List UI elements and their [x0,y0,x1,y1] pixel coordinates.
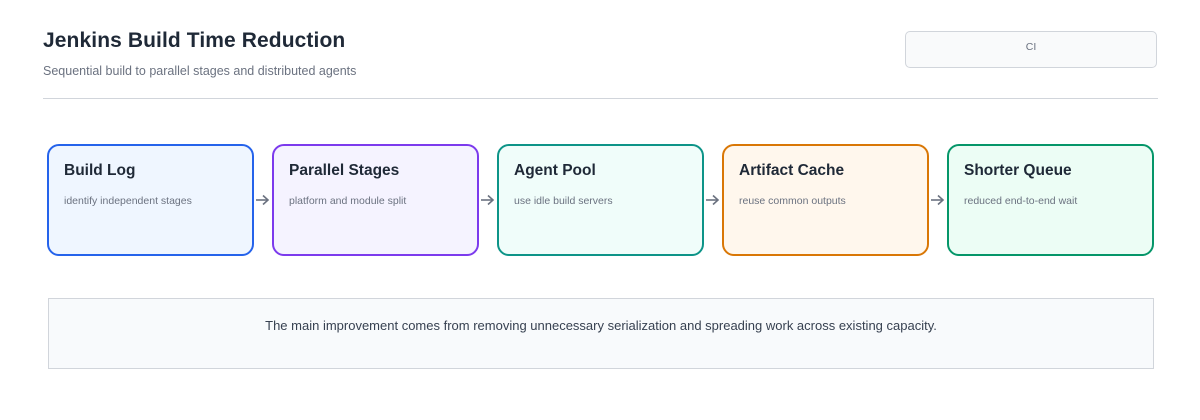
arrow-right-icon [481,194,495,206]
arrow-right-icon [931,194,945,206]
stage-title: Artifact Cache [739,162,845,179]
stage-shorter-queue: Shorter Queue reduced end-to-end wait [947,144,1154,256]
stage-description: reduced end-to-end wait [964,195,1078,207]
stage-title: Build Log [64,162,136,179]
header-divider [43,98,1158,99]
page-title: Jenkins Build Time Reduction [43,29,346,52]
arrow-right-icon [256,194,270,206]
stage-title: Parallel Stages [289,162,400,179]
stage-parallel-stages: Parallel Stages platform and module spli… [272,144,479,256]
stage-agent-pool: Agent Pool use idle build servers [497,144,704,256]
stage-build-log: Build Log identify independent stages [47,144,254,256]
page-subtitle: Sequential build to parallel stages and … [43,64,357,78]
stage-description: identify independent stages [64,195,192,207]
stage-title: Agent Pool [514,162,596,179]
stage-title: Shorter Queue [964,162,1072,179]
ci-tag-box: CI [905,31,1157,68]
stage-artifact-cache: Artifact Cache reuse common outputs [722,144,929,256]
stage-description: platform and module split [289,195,407,207]
arrow-right-icon [706,194,720,206]
stage-description: reuse common outputs [739,195,846,207]
summary-note: The main improvement comes from removing… [48,298,1154,369]
stage-description: use idle build servers [514,195,613,207]
